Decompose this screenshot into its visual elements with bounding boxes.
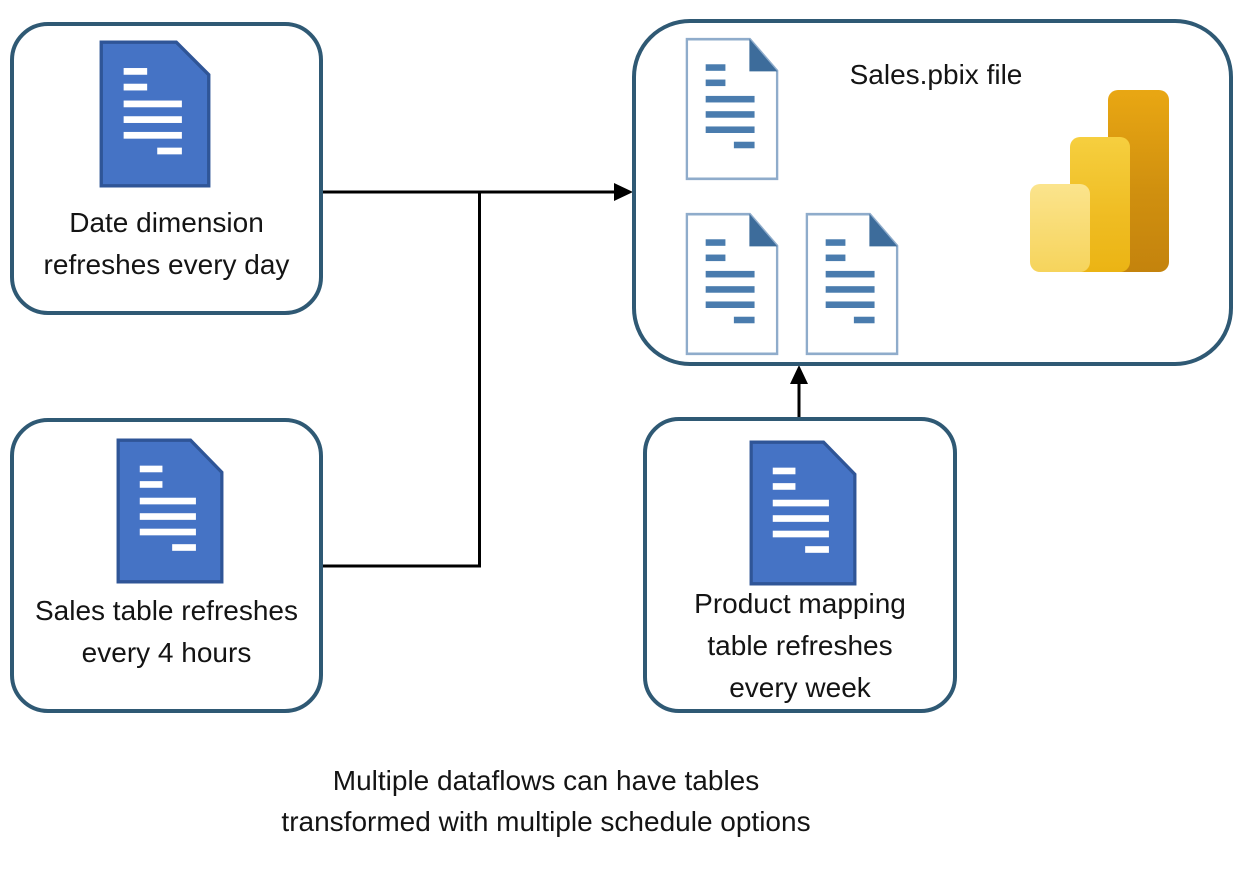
powerbi-bar-short <box>1030 184 1090 272</box>
node-product-mapping: Product mapping table refreshes every we… <box>643 417 957 713</box>
document-icon <box>116 438 224 584</box>
document-icon <box>99 40 211 188</box>
caption-line: transformed with multiple schedule optio… <box>281 806 811 837</box>
label-line: every week <box>729 672 871 703</box>
label-line: refreshes every day <box>43 249 290 280</box>
powerbi-logo-icon <box>1029 90 1169 272</box>
pbix-file-title: Sales.pbix file <box>849 59 1023 90</box>
diagram-caption: Multiple dataflows can have tables trans… <box>146 760 946 842</box>
label-line: Product mapping <box>694 588 906 619</box>
document-icon <box>685 212 779 356</box>
node-sales-table-label: Sales table refreshes every 4 hours <box>14 590 319 674</box>
node-product-mapping-label: Product mapping table refreshes every we… <box>647 583 953 709</box>
caption-line: Multiple dataflows can have tables <box>332 765 760 796</box>
document-icon <box>749 440 857 586</box>
document-icon <box>805 212 899 356</box>
node-date-dimension-label: Date dimension refreshes every day <box>14 202 319 286</box>
connector-sales-branch <box>322 192 481 568</box>
node-pbix-file: Sales.pbix file <box>632 19 1233 366</box>
label-line: table refreshes <box>707 630 893 661</box>
node-date-dimension: Date dimension refreshes every day <box>10 22 323 315</box>
document-icon <box>685 37 779 181</box>
label-line: every 4 hours <box>81 637 252 668</box>
arrowhead-right-icon <box>614 183 633 201</box>
label-line: Date dimension <box>69 207 264 238</box>
node-sales-table: Sales table refreshes every 4 hours <box>10 418 323 713</box>
arrowhead-up-icon <box>790 365 808 384</box>
label-line: Sales table refreshes <box>34 595 299 626</box>
